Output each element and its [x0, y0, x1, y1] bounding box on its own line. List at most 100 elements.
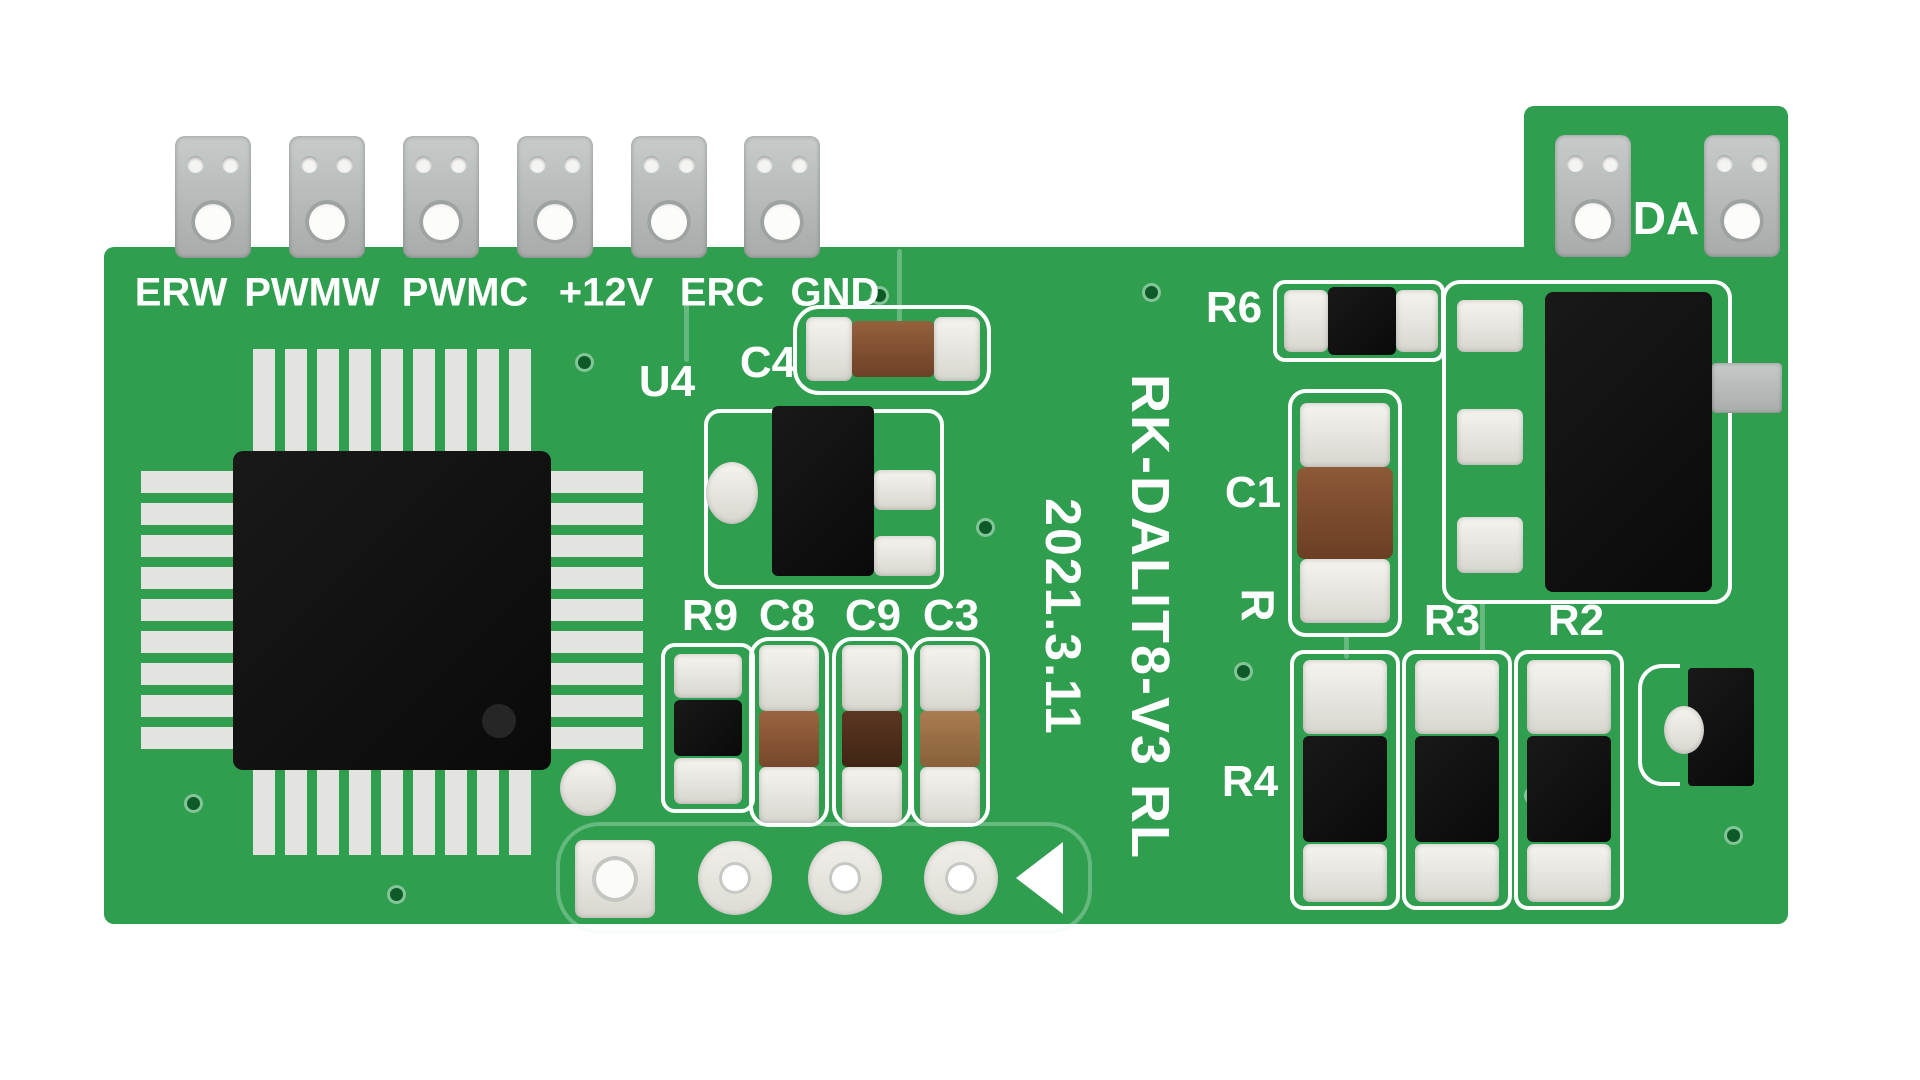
resistor-a-body [1303, 736, 1387, 842]
via [979, 521, 992, 534]
copper-trace [897, 249, 902, 344]
terminal-da-1 [1555, 135, 1631, 257]
mounting-hole [829, 862, 861, 894]
mounting-hole [719, 862, 751, 894]
r9-outline [661, 643, 755, 813]
via [1727, 829, 1740, 842]
terminal-screw-hole [1720, 199, 1764, 243]
terminal-screw-hole [647, 200, 691, 244]
terminal-label-pwmw: PWMW [244, 270, 380, 315]
resistor-c-outline [1514, 650, 1624, 910]
solder-pad [560, 760, 616, 816]
terminal-erc [631, 136, 707, 258]
r6-pad-left [1284, 290, 1328, 352]
date-text: 2021.3.11 [1035, 498, 1091, 736]
terminal-label-da: DA [1632, 192, 1700, 244]
terminal-gnd [744, 136, 820, 258]
mounting-hole [945, 862, 977, 894]
via [187, 797, 200, 810]
r3-label: R3 [1423, 596, 1481, 645]
c3-pad-top [920, 645, 980, 711]
transistor-solder-blob [1664, 706, 1704, 754]
r6-pad-right [1396, 290, 1438, 352]
model-text: RK-DALIT8-V3 RL [1120, 374, 1180, 860]
mounting-pad-round-1 [698, 841, 772, 915]
terminal-hole [756, 156, 773, 173]
mcu-pins-top [253, 349, 531, 451]
regulator-pad-2 [1457, 409, 1523, 465]
mounting-pad-round-3 [924, 841, 998, 915]
c4-label: C4 [739, 338, 797, 387]
c1-label: C1 [1224, 468, 1282, 517]
c4-pad-left [806, 317, 852, 381]
terminal-hole [450, 156, 467, 173]
arrow-marker [1016, 842, 1063, 914]
c8-label: C8 [758, 591, 816, 640]
transistor-outline [1638, 664, 1680, 786]
regulator-pad-1 [1457, 300, 1523, 352]
terminal-hole [1567, 155, 1584, 172]
c8-pad-bottom [759, 767, 819, 823]
resistor-c-pad-bottom [1527, 844, 1611, 902]
terminal-hole [1602, 155, 1619, 172]
r6-body [1328, 287, 1396, 355]
c3-dielectric [920, 711, 980, 767]
resistor-b-pad-top [1415, 660, 1499, 734]
c8-dielectric [759, 711, 819, 767]
c4-dielectric [852, 321, 934, 377]
regulator-tab [1712, 363, 1782, 413]
r4-label: R4 [1221, 757, 1279, 806]
terminal-screw-hole [305, 200, 349, 244]
u4-pad-2 [874, 536, 936, 576]
terminal-screw-hole [419, 200, 463, 244]
copper-trace [1480, 602, 1485, 654]
c4-outline [793, 305, 991, 395]
via [1145, 286, 1158, 299]
c3-outline [910, 637, 990, 827]
mcu-pin1-marker [482, 704, 516, 738]
terminal-hole [791, 156, 808, 173]
c1-pad-top [1300, 403, 1390, 467]
terminal-screw-hole [1571, 199, 1615, 243]
terminal-hole [301, 156, 318, 173]
terminal-pwmc [403, 136, 479, 258]
c1-dielectric [1297, 467, 1393, 559]
resistor-a-pad-top [1303, 660, 1387, 734]
via [1237, 665, 1250, 678]
terminal-hole [222, 156, 239, 173]
terminal-label-12v: +12V [558, 270, 654, 315]
u4-solder-blob [706, 462, 758, 524]
c9-pad-bottom [842, 767, 902, 823]
regulator-outline [1442, 280, 1732, 604]
r9-pad-bottom [674, 758, 742, 804]
mounting-pad-round-2 [808, 841, 882, 915]
mounting-hole [592, 856, 638, 902]
terminal-hole [643, 156, 660, 173]
mcu-pins-left [141, 471, 233, 749]
copper-trace [556, 822, 1092, 934]
c8-pad-top [759, 645, 819, 711]
terminal-hole [529, 156, 546, 173]
regulator-body [1545, 292, 1712, 592]
terminal-hole [336, 156, 353, 173]
terminal-12v [517, 136, 593, 258]
via [390, 888, 403, 901]
terminal-da-2 [1704, 135, 1780, 257]
u4-label: U4 [638, 357, 696, 406]
r2-label: R2 [1547, 596, 1605, 645]
resistor-a-pad-bottom [1303, 844, 1387, 902]
u4-body [772, 406, 874, 576]
regulator-pad-3 [1457, 517, 1523, 573]
resistor-a-outline [1290, 650, 1400, 910]
r9-pad-top [674, 654, 742, 698]
copper-trace [684, 300, 689, 362]
terminal-screw-hole [533, 200, 577, 244]
r6-label: R6 [1205, 283, 1263, 332]
terminal-label-gnd: GND [790, 270, 880, 315]
terminal-label-erw: ERW [134, 270, 228, 315]
terminal-pwmw [289, 136, 365, 258]
terminal-hole [1716, 155, 1733, 172]
resistor-b-outline [1402, 650, 1512, 910]
terminal-hole [564, 156, 581, 173]
